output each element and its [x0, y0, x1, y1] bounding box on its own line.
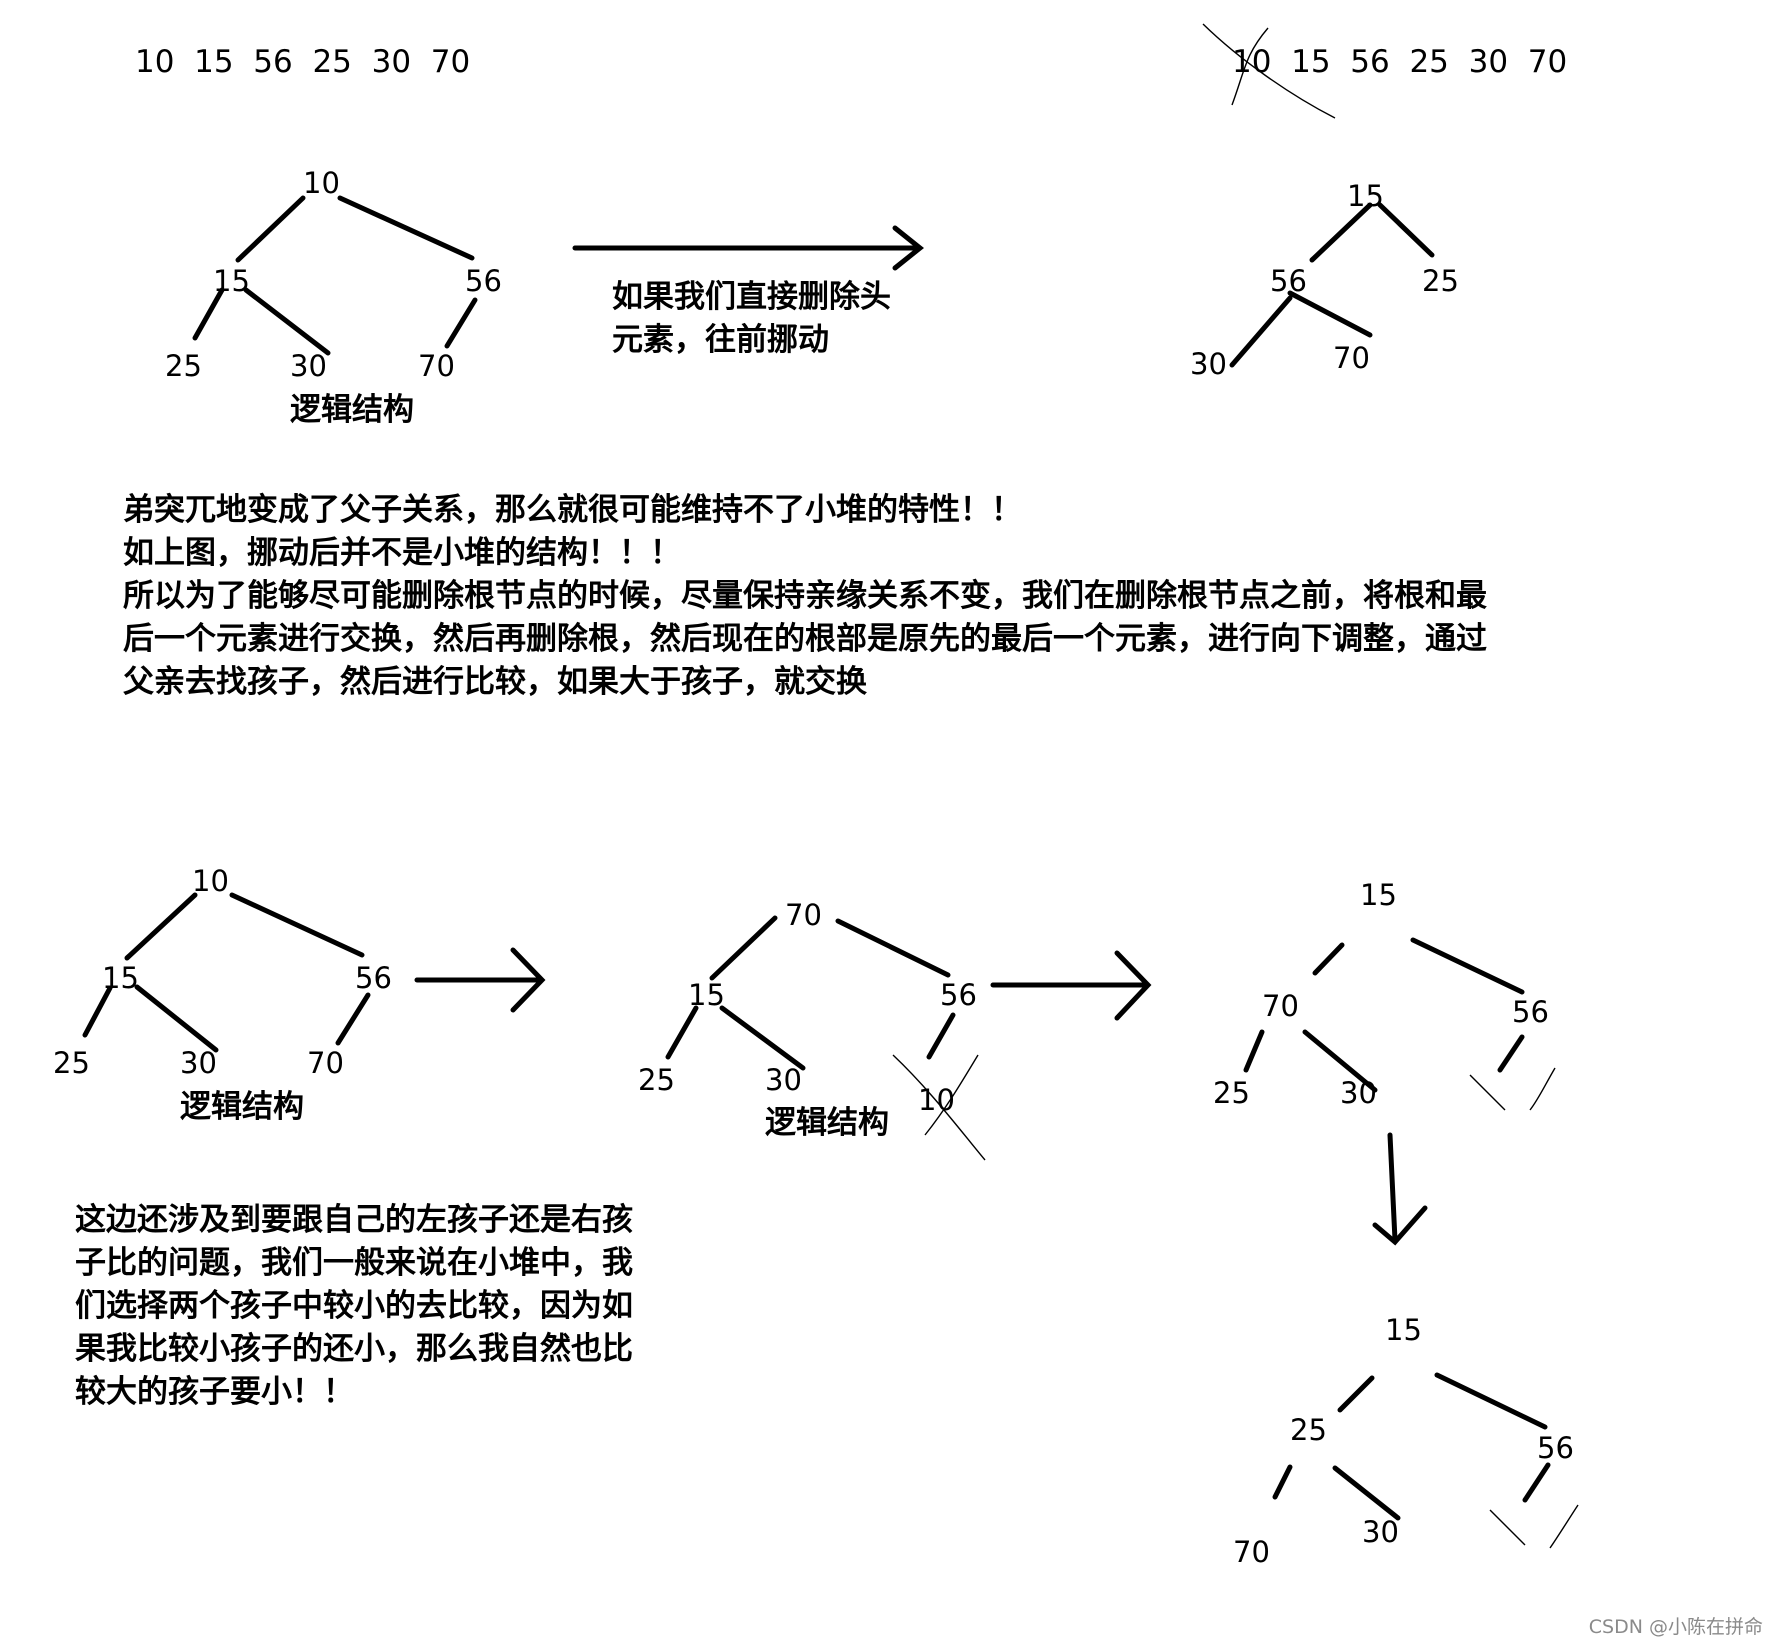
explanation-line-5: 父亲去找孩子，然后进行比较，如果大于孩子，就交换 [123, 664, 867, 700]
t3-node-ll: 25 [53, 1046, 90, 1080]
t3-node-right: 56 [355, 961, 392, 995]
sequence-original: 10 15 56 25 30 70 [135, 44, 470, 80]
t6-node-left: 25 [1290, 1413, 1327, 1447]
t5-node-lr: 30 [1340, 1076, 1377, 1110]
t5-erased-edge-mark [1469, 1074, 1506, 1111]
t5-node-root: 15 [1360, 878, 1397, 912]
note-line-4: 果我比较小孩子的还小，那么我自然也比 [75, 1331, 633, 1367]
t1-caption: 逻辑结构 [290, 392, 414, 428]
t4-node-lr: 30 [765, 1063, 802, 1097]
explanation-block: 弟突兀地变成了父子关系，那么就很可能维持不了小堆的特性！！ 如上图，挪动后并不是… [123, 492, 1487, 700]
t5-node-right: 56 [1512, 995, 1549, 1029]
sequence-after-delete: 10 15 56 25 30 70 [1232, 44, 1567, 80]
explanation-line-2: 如上图，挪动后并不是小堆的结构！！！ [123, 535, 681, 571]
t4-node-removed: 10 [918, 1083, 955, 1117]
arrow-swap [414, 947, 546, 1013]
t4-caption: 逻辑结构 [765, 1105, 889, 1141]
tree-final: 15 25 56 70 30 [1233, 1313, 1579, 1569]
t4-node-ll: 25 [638, 1063, 675, 1097]
t1-node-ll: 25 [165, 349, 202, 383]
t2-node-right: 25 [1422, 264, 1459, 298]
t5-erased-edge-mark-2 [1529, 1067, 1556, 1111]
t3-node-lr: 30 [180, 1046, 217, 1080]
explanation-line-1: 弟突兀地变成了父子关系，那么就很可能维持不了小堆的特性！！ [123, 492, 1022, 528]
t6-node-ll: 70 [1233, 1535, 1270, 1569]
t4-node-root: 70 [785, 898, 822, 932]
t1-node-left: 15 [213, 264, 250, 298]
note-line-2: 子比的问题，我们一般来说在小堆中，我 [75, 1245, 633, 1281]
t6-node-root: 15 [1385, 1313, 1422, 1347]
tree-after-swap: 70 15 56 25 30 10 逻辑结构 [638, 898, 986, 1161]
t1-node-root: 10 [303, 166, 340, 200]
note-block: 这边还涉及到要跟自己的左孩子还是右孩 子比的问题，我们一般来说在小堆中，我 们选… [75, 1202, 633, 1410]
tree-original: 10 15 56 25 30 70 逻辑结构 [165, 166, 502, 428]
cross-out-mark [1202, 23, 1336, 119]
note-line-5: 较大的孩子要小！！ [75, 1374, 354, 1410]
tree-original-2: 10 15 56 25 30 70 逻辑结构 [53, 864, 392, 1125]
arrow-down [1372, 1132, 1428, 1246]
t6-erased-edge-mark-2 [1549, 1504, 1579, 1549]
tree-sift-step-1: 15 70 56 25 30 [1213, 878, 1556, 1111]
t2-node-root: 15 [1347, 179, 1384, 213]
t6-erased-edge-mark [1489, 1509, 1526, 1546]
t5-node-ll: 25 [1213, 1076, 1250, 1110]
t6-node-lr: 30 [1362, 1515, 1399, 1549]
t1-node-rl: 70 [418, 349, 455, 383]
t1-node-lr: 30 [290, 349, 327, 383]
t2-node-lr: 70 [1333, 341, 1370, 375]
t1-node-right: 56 [465, 264, 502, 298]
t5-node-left: 70 [1262, 989, 1299, 1023]
tree-after-shift: 15 56 25 30 70 [1190, 179, 1459, 381]
arrow-note-line2: 元素，往前挪动 [612, 322, 829, 358]
arrow-sift-down [990, 950, 1152, 1021]
t4-node-left: 15 [688, 978, 725, 1012]
t2-node-ll: 30 [1190, 347, 1227, 381]
t4-cross-out-mark-2 [924, 1054, 979, 1136]
note-line-3: 们选择两个孩子中较小的去比较，因为如 [75, 1288, 633, 1324]
explanation-line-3: 所以为了能够尽可能删除根节点的时候，尽量保持亲缘关系不变，我们在删除根节点之前，… [123, 578, 1487, 614]
t3-node-root: 10 [192, 864, 229, 898]
t4-node-right: 56 [940, 978, 977, 1012]
t3-node-rl: 70 [307, 1046, 344, 1080]
t6-node-right: 56 [1537, 1431, 1574, 1465]
t3-node-left: 15 [102, 961, 139, 995]
arrow-note-line1: 如果我们直接删除头 [612, 279, 891, 315]
note-line-1: 这边还涉及到要跟自己的左孩子还是右孩 [75, 1202, 633, 1238]
explanation-line-4: 后一个元素进行交换，然后再删除根，然后现在的根部是原先的最后一个元素，进行向下调… [123, 621, 1487, 657]
t2-node-left: 56 [1270, 264, 1307, 298]
arrow-direct-delete [572, 225, 925, 271]
t3-caption: 逻辑结构 [180, 1089, 304, 1125]
watermark: CSDN @小陈在拼命 [1589, 1616, 1763, 1638]
